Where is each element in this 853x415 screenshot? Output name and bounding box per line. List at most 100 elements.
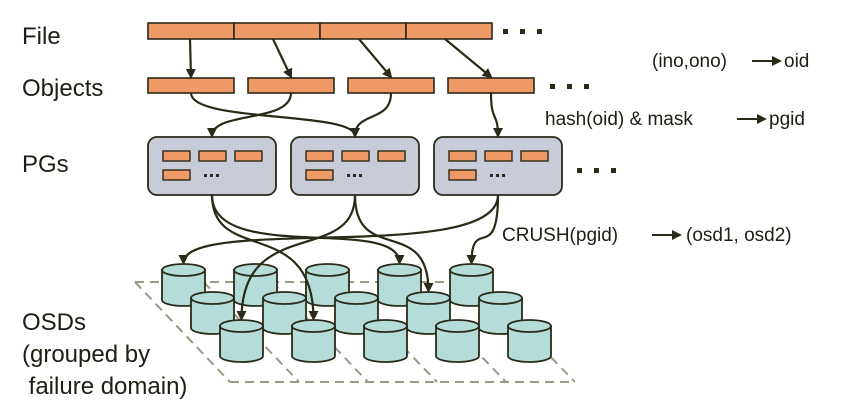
pg-to-osd-arrow: [210, 194, 405, 265]
ellipsis-dot: [611, 168, 616, 173]
object-block: [247, 77, 335, 94]
pg-object-slot: [305, 150, 334, 162]
objects-row: [147, 77, 535, 94]
file-ellipsis: [503, 29, 542, 34]
osd-top: [363, 319, 408, 333]
pg-object-slot: [234, 150, 263, 162]
osd-disk-icon: [219, 319, 264, 363]
ellipsis-dot: [550, 84, 555, 89]
pg-box: [433, 136, 563, 196]
label-osds: OSDs: [22, 309, 86, 336]
osd-top: [334, 291, 379, 305]
file-segment: [233, 22, 321, 40]
ellipsis-dot: [594, 168, 599, 173]
pg-to-osd-arrow: [210, 194, 319, 321]
ellipsis-dot: [503, 29, 508, 34]
osd-top: [291, 319, 336, 333]
pg-to-osd-arrow: [353, 194, 434, 293]
file-to-object-arrow: [444, 38, 493, 79]
mapping-right: oid: [784, 51, 809, 72]
osd-top: [507, 319, 552, 333]
mapping-pg-to-osd: CRUSH(pgid) (osd1, osd2): [502, 225, 792, 246]
pg-object-slot: [341, 150, 370, 162]
placement-group: [290, 136, 420, 196]
ellipsis-dot: [577, 168, 582, 173]
label-osds-failure-domain: failure domain): [22, 373, 187, 400]
mapping-arrows: [178, 38, 503, 321]
osd-body: [291, 325, 336, 363]
osd-top: [435, 319, 480, 333]
osd-disk-icon: [435, 319, 480, 363]
pgs-ellipsis: [577, 168, 616, 173]
mapping-left: (ino,ono): [652, 51, 727, 72]
osd-disk-icon: [291, 319, 336, 363]
osd-body: [363, 325, 408, 363]
osd-disk-icon: [363, 319, 408, 363]
mapping-object-to-pg: hash(oid) & mask pgid: [545, 109, 805, 130]
file-to-object-arrow: [272, 38, 293, 79]
placement-group: [433, 136, 563, 196]
ellipsis-dot: [584, 84, 589, 89]
label-objects: Objects: [22, 75, 103, 102]
pg-ellipsis-dot: [216, 174, 219, 177]
pgs-row: [147, 136, 563, 196]
ellipsis-dot: [567, 84, 572, 89]
pg-ellipsis-dot: [204, 174, 207, 177]
placement-group: [147, 136, 277, 196]
osd-top: [190, 291, 235, 305]
pg-object-slot: [162, 150, 191, 162]
osd-top: [406, 291, 451, 305]
osd-top: [219, 319, 264, 333]
file-to-object-arrow: [358, 38, 393, 79]
osds-cluster: [161, 263, 552, 363]
pg-ellipsis-dot: [353, 174, 356, 177]
osd-top: [478, 291, 523, 305]
pg-to-osd-arrow: [178, 194, 500, 265]
object-block: [147, 77, 235, 94]
file-to-object-arrow: [185, 38, 196, 79]
failure-domain-divider: [134, 281, 231, 383]
file-bar: [147, 22, 493, 40]
object-to-pg-arrow: [189, 92, 360, 138]
osd-top: [449, 263, 494, 277]
osd-disk-icon: [507, 319, 552, 363]
object-block: [447, 77, 535, 94]
object-block: [347, 77, 435, 94]
pg-ellipsis-dot: [502, 174, 505, 177]
pg-object-slot: [448, 169, 477, 181]
mapping-right: pgid: [769, 109, 805, 130]
mapping-left: CRUSH(pgid): [502, 225, 618, 246]
ellipsis-markers: [503, 29, 616, 173]
ellipsis-dot: [537, 29, 542, 34]
pg-ellipsis-dot: [359, 174, 362, 177]
ellipsis-dot: [520, 29, 525, 34]
pg-object-slot: [198, 150, 227, 162]
label-pgs: PGs: [22, 151, 69, 178]
pg-to-osd-arrow: [236, 194, 357, 321]
object-to-pg-arrow: [350, 92, 393, 138]
pg-ellipsis-dot: [490, 174, 493, 177]
file-segment: [405, 22, 493, 40]
file-segment: [319, 22, 407, 40]
pg-box: [290, 136, 420, 196]
label-file: File: [22, 23, 61, 50]
pg-ellipsis-dot: [347, 174, 350, 177]
pg-box: [147, 136, 277, 196]
pg-object-slot: [305, 169, 334, 181]
osd-body: [507, 325, 552, 363]
osd-top: [262, 291, 307, 305]
pg-object-slot: [377, 150, 406, 162]
osd-top: [305, 263, 350, 277]
pg-object-slot: [484, 150, 513, 162]
mapping-file-to-object: (ino,ono) oid: [652, 51, 809, 72]
pg-ellipsis-dot: [496, 174, 499, 177]
objects-ellipsis: [550, 84, 589, 89]
osd-body: [435, 325, 480, 363]
pg-object-slot: [520, 150, 549, 162]
osd-body: [219, 325, 264, 363]
pg-ellipsis-dot: [210, 174, 213, 177]
pg-to-osd-arrow: [466, 194, 500, 265]
label-osds-grouped: (grouped by: [22, 341, 150, 368]
object-to-pg-arrow: [207, 92, 293, 138]
